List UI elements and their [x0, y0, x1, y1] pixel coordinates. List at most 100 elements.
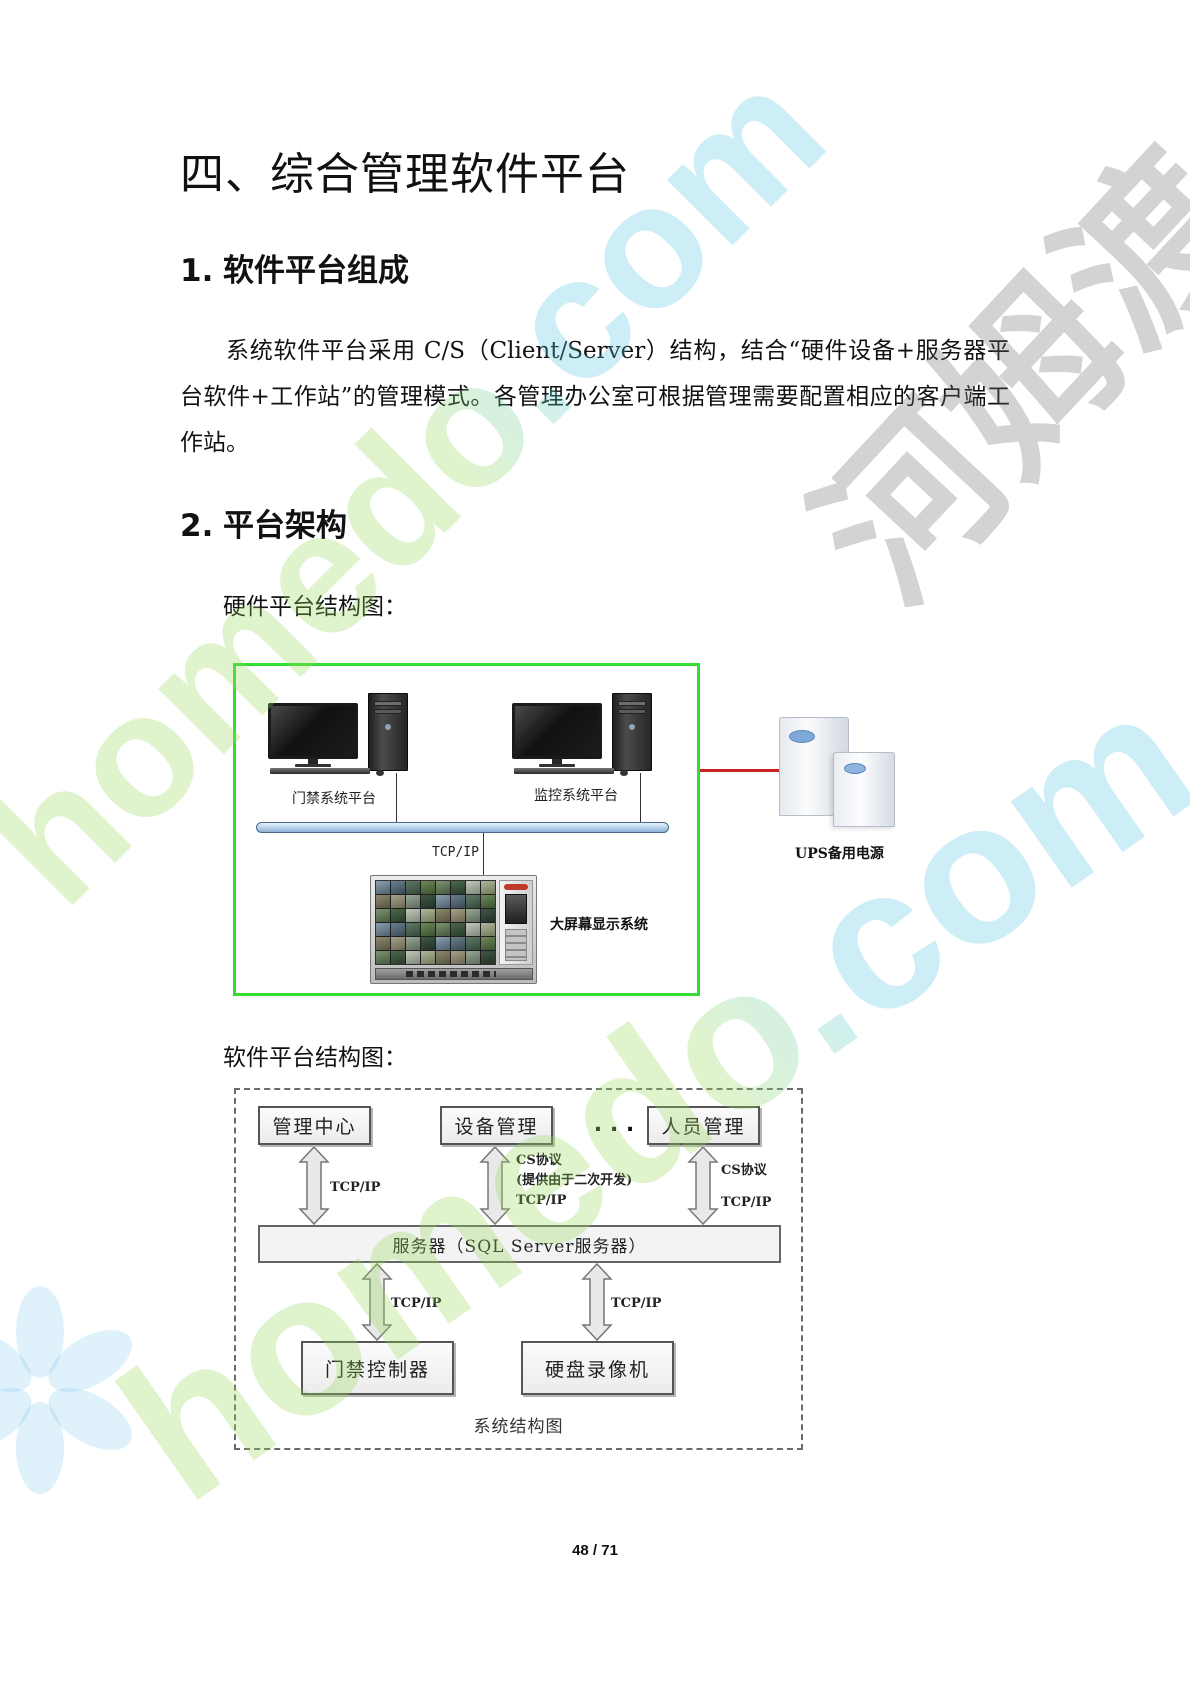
- link-label: TCP/IP: [330, 1180, 381, 1195]
- ups-tower-icon: [833, 752, 895, 827]
- video-thumbnail: [421, 909, 435, 922]
- video-thumbnail: [391, 881, 405, 894]
- figure-title: 系统结构图: [473, 1417, 564, 1437]
- section-heading-composition: 1.软件平台组成: [180, 252, 409, 290]
- video-thumbnail: [436, 923, 450, 936]
- video-thumbnail: [376, 881, 390, 894]
- link-label: CS协议: [721, 1163, 767, 1178]
- video-thumbnail: [421, 881, 435, 894]
- section-title: 平台架构: [223, 508, 347, 544]
- video-thumbnail: [421, 951, 435, 964]
- workstation-label: 监控系统平台: [534, 788, 618, 804]
- hardware-diagram-caption: 硬件平台结构图：: [223, 594, 407, 620]
- double-arrow-icon: [687, 1145, 719, 1226]
- connection-line: [396, 773, 397, 823]
- video-thumbnail: [481, 951, 495, 964]
- video-thumbnail: [481, 937, 495, 950]
- pc-tower-icon: [612, 693, 652, 771]
- ups-logo-icon: [789, 730, 815, 743]
- software-diagram-frame: 管理中心 设备管理 . . . 人员管理 TCP/IP CS协议 (提供由于二次…: [234, 1088, 803, 1450]
- more-modules-ellipsis: . . .: [593, 1112, 635, 1137]
- monitor-stand: [552, 759, 562, 765]
- video-thumbnail: [451, 881, 465, 894]
- page-number: 48 / 71: [572, 1542, 618, 1559]
- section-number: 2.: [180, 508, 214, 544]
- link-label: CS协议: [516, 1153, 562, 1168]
- software-diagram-caption: 软件平台结构图：: [223, 1045, 407, 1071]
- ups-logo-icon: [844, 763, 866, 774]
- monitor-base: [295, 764, 331, 767]
- double-arrow-icon: [581, 1262, 613, 1342]
- module-device-management: 设备管理: [440, 1106, 553, 1145]
- video-thumbnail: [391, 937, 405, 950]
- double-arrow-icon: [361, 1262, 393, 1342]
- video-thumbnail: [436, 909, 450, 922]
- video-wall-display: [370, 875, 537, 984]
- video-thumbnail: [451, 895, 465, 908]
- video-thumbnail: [406, 881, 420, 894]
- link-label: TCP/IP: [391, 1296, 442, 1311]
- double-arrow-icon: [479, 1145, 511, 1226]
- video-toolbar: [375, 968, 533, 980]
- video-thumbnail: [466, 951, 480, 964]
- video-thumbnail: [421, 937, 435, 950]
- connection-line: [483, 833, 484, 876]
- keyboard-icon: [514, 768, 614, 774]
- network-label: TCP/IP: [432, 845, 479, 860]
- chapter-title: 四、综合管理软件平台: [180, 149, 630, 200]
- drive-bay: [618, 709, 646, 714]
- brand-logo-icon: [504, 884, 528, 890]
- link-label: (提供由于二次开发): [516, 1173, 633, 1188]
- intro-paragraph: 系统软件平台采用 C/S（Client/Server）结构，结合“硬件设备+服务…: [180, 338, 1010, 456]
- video-thumbnail: [376, 923, 390, 936]
- link-label: TCP/IP: [516, 1193, 567, 1208]
- module-personnel-management: 人员管理: [647, 1106, 760, 1145]
- video-thumbnail: [481, 909, 495, 922]
- link-label: TCP/IP: [611, 1296, 662, 1311]
- double-arrow-icon: [298, 1145, 330, 1226]
- video-thumbnail: [406, 923, 420, 936]
- video-thumbnail: [481, 895, 495, 908]
- mouse-icon: [620, 770, 628, 776]
- mouse-icon: [376, 770, 384, 776]
- monitor-base: [539, 764, 575, 767]
- video-thumbnail: [391, 923, 405, 936]
- link-label: TCP/IP: [721, 1195, 772, 1210]
- video-thumbnail: [436, 895, 450, 908]
- video-thumbnail: [451, 937, 465, 950]
- pc-tower-icon: [368, 693, 408, 771]
- video-thumbnail: [466, 895, 480, 908]
- video-thumbnail: [406, 895, 420, 908]
- power-button-icon: [629, 724, 635, 730]
- video-thumbnail: [436, 881, 450, 894]
- video-thumbnail: [466, 923, 480, 936]
- section-title: 软件平台组成: [223, 253, 409, 289]
- power-button-icon: [385, 724, 391, 730]
- network-bus: [256, 822, 669, 833]
- server-bar: 服务器（SQL Server服务器）: [258, 1225, 781, 1263]
- drive-bay: [374, 709, 402, 714]
- video-thumbnail: [391, 909, 405, 922]
- watermark-logo-icon: [0, 1286, 132, 1494]
- keyboard-icon: [270, 768, 370, 774]
- control-panel: [499, 880, 533, 965]
- video-thumbnail: [451, 923, 465, 936]
- module-access-controller: 门禁控制器: [301, 1341, 454, 1395]
- video-thumbnail: [436, 951, 450, 964]
- workstation-monitoring: [512, 693, 662, 779]
- control-keys: [505, 929, 527, 961]
- toolbar-buttons: [406, 971, 496, 977]
- video-mosaic: [375, 880, 496, 965]
- video-thumbnail: [421, 923, 435, 936]
- video-thumbnail: [391, 951, 405, 964]
- video-thumbnail: [466, 909, 480, 922]
- arrows-layer: [298, 1145, 719, 1342]
- workstation-label: 门禁系统平台: [292, 791, 376, 807]
- monitor-icon: [268, 703, 358, 759]
- video-thumbnail: [406, 909, 420, 922]
- monitor-stand: [308, 759, 318, 765]
- ups-power-link: [700, 769, 781, 772]
- workstation-access-control: [268, 693, 418, 779]
- video-thumbnail: [451, 909, 465, 922]
